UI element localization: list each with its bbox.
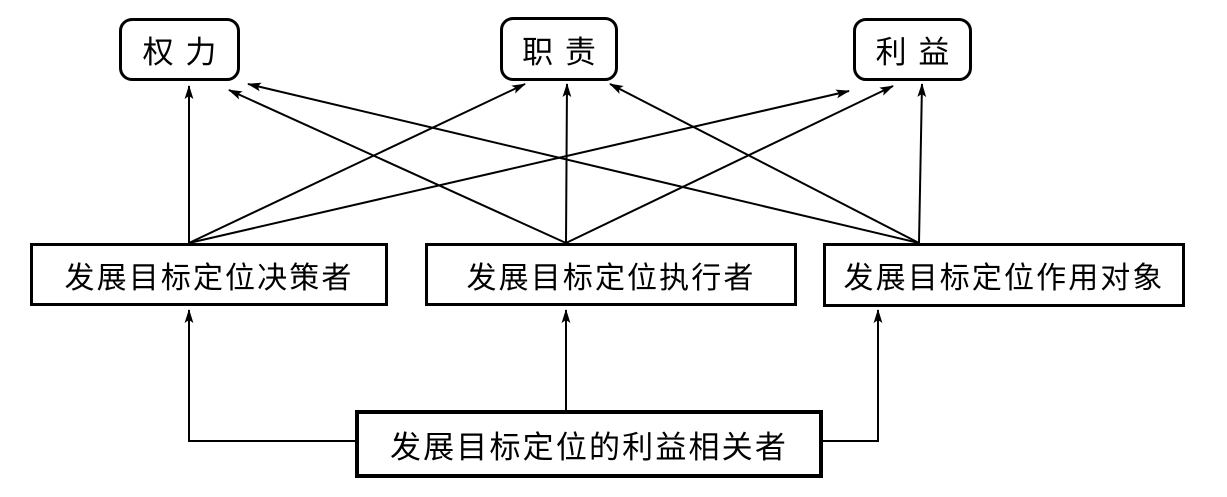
connector-stakeholder-to-decision bbox=[184, 309, 356, 442]
node-decision-maker: 发展目标定位决策者 bbox=[30, 243, 388, 306]
node-stakeholder: 发展目标定位的利益相关者 bbox=[355, 410, 823, 478]
arrow-executor-to-duty bbox=[562, 83, 572, 244]
arrow-target-to-duty bbox=[609, 83, 920, 244]
arrow-decision-to-interest bbox=[188, 89, 850, 244]
node-interest: 利益 bbox=[853, 18, 972, 81]
node-executor-label: 发展目标定位执行者 bbox=[466, 261, 756, 295]
node-decision-maker-label: 发展目标定位决策者 bbox=[64, 261, 354, 295]
node-stakeholder-label: 发展目标定位的利益相关者 bbox=[389, 429, 789, 465]
node-power-label: 权力 bbox=[142, 35, 229, 70]
connector-stakeholder-to-target bbox=[822, 309, 883, 442]
node-duty-label: 职责 bbox=[522, 34, 608, 70]
node-executor: 发展目标定位执行者 bbox=[425, 243, 797, 306]
arrow-target-to-power bbox=[247, 82, 920, 244]
node-interest-label: 利益 bbox=[875, 35, 962, 70]
arrow-executor-to-interest bbox=[565, 85, 894, 244]
node-duty: 职责 bbox=[500, 17, 618, 81]
node-target-object: 发展目标定位作用对象 bbox=[823, 243, 1185, 307]
arrow-decision-to-duty bbox=[188, 83, 526, 244]
node-target-object-label: 发展目标定位作用对象 bbox=[843, 262, 1165, 295]
arrow-executor-to-power bbox=[228, 89, 567, 244]
arrow-target-to-interest bbox=[917, 83, 927, 244]
node-power: 权力 bbox=[119, 18, 240, 81]
